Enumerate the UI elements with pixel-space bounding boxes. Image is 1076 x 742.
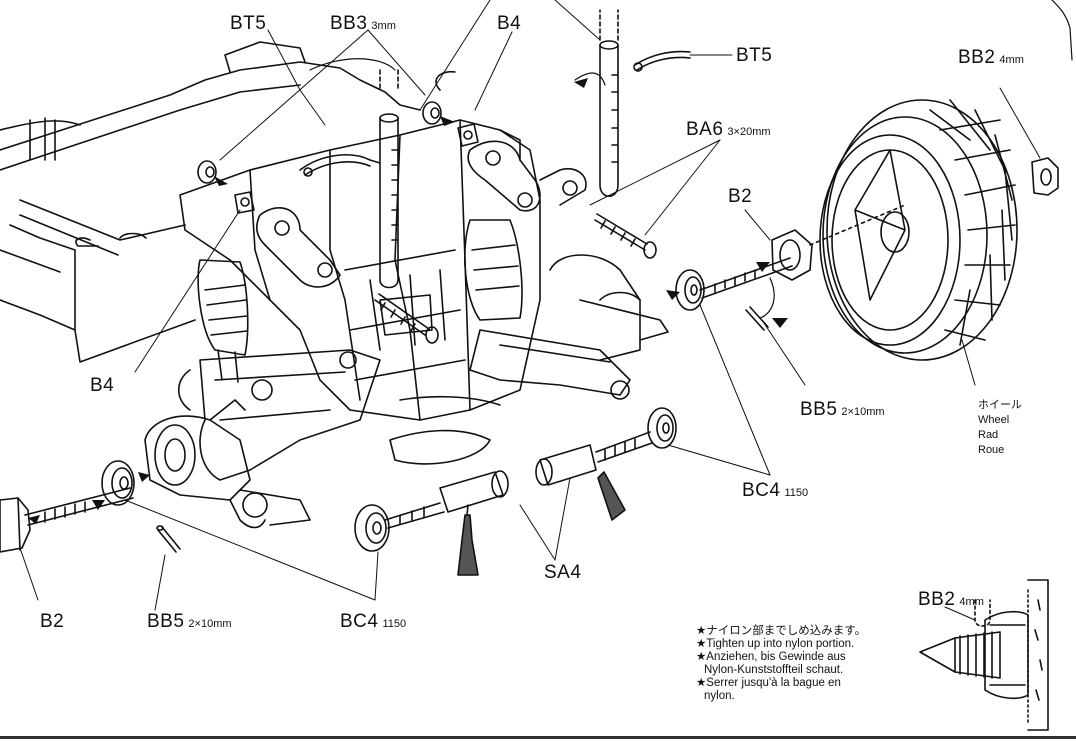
label-bb3-size: 3mm — [371, 20, 396, 32]
chassis-tub — [0, 41, 421, 363]
wheel-name-de: Rad — [978, 429, 999, 441]
label-sa4: SA4 — [544, 562, 582, 583]
note-de-1: ★Anziehen, bis Gewinde aus — [696, 651, 846, 663]
label-b2-hub: B2 — [728, 186, 753, 207]
label-bb5-bottom-code: BB5 — [147, 611, 185, 632]
upper-arm-left — [255, 206, 341, 288]
bearing-bc4-bottom — [354, 504, 390, 552]
shock-absorber-left — [197, 259, 249, 383]
label-b2-bottom: B2 — [40, 611, 65, 632]
screw-ba6-lower — [374, 293, 439, 344]
note-fr-2: nylon. — [704, 690, 735, 702]
grease-brush-right — [597, 471, 626, 521]
shock-absorber-right — [464, 219, 523, 321]
wheel-name-jp: ホイール — [978, 399, 1022, 411]
label-bb2-wheel-size: 4mm — [999, 54, 1024, 66]
assembly-arrows — [28, 78, 788, 524]
wheel-names: ホイール Wheel Rad Roue — [978, 398, 1022, 458]
note-fr-1: ★Serrer jusqu'à la bague en — [696, 677, 841, 689]
label-bc4-bottom-code: BC4 — [340, 611, 379, 632]
label-bb2-wheel-code: BB2 — [958, 47, 996, 68]
lower-arm-right — [469, 329, 631, 400]
label-bc4-right-code: BC4 — [742, 480, 781, 501]
bearing-bc4-left — [101, 460, 135, 506]
label-bb5-bottom-size: 2×10mm — [188, 618, 232, 630]
label-ba6-code: BA6 — [686, 119, 724, 140]
axle-left — [24, 487, 134, 526]
label-b4-top: B4 — [497, 13, 522, 34]
leader-lines — [19, 0, 1041, 621]
label-bb5-right-code: BB5 — [800, 399, 838, 420]
wheel-nut-b2-left — [0, 497, 31, 553]
label-bb2-inset-size: 4mm — [959, 596, 984, 608]
upper-arm-right — [467, 140, 587, 212]
label-bt5-top: BT5 — [230, 13, 267, 34]
bearing-bc4-right-upper — [675, 269, 705, 311]
grease-tube-left — [457, 504, 479, 576]
pin-bb5-right — [745, 306, 769, 331]
label-b4-left: B4 — [90, 375, 115, 396]
hub-carrier-left — [144, 399, 266, 529]
note-de-2: Nylon-Kunststoffteil schaut. — [704, 664, 844, 676]
body-post-left — [379, 69, 399, 289]
body-clip-bt5-right — [633, 50, 691, 72]
curved-arrows — [309, 58, 775, 319]
shaft-sa4-right — [535, 431, 653, 486]
bearing-bc4-right-lower — [647, 407, 677, 449]
label-bt5-right: BT5 — [736, 45, 773, 66]
label-ba6-size: 3×20mm — [727, 126, 771, 138]
ball-nut-bb3-right — [422, 101, 442, 125]
body-post-right — [599, 9, 619, 198]
screw-ba6-upper — [594, 213, 657, 259]
pin-bb5-left — [156, 525, 181, 553]
label-bb3-code: BB3 — [330, 13, 368, 34]
axle-right — [699, 257, 793, 299]
label-bc4-bottom-size: 1150 — [382, 618, 407, 630]
inset-detail — [919, 579, 1049, 731]
label-bc4-right-size: 1150 — [784, 487, 809, 499]
bottom-rule — [0, 736, 1076, 739]
lower-arm-left — [177, 349, 381, 526]
note-jp: ★ナイロン部までしめ込みます。 — [696, 625, 867, 637]
instruction-note: ★ナイロン部までしめ込みます。 ★Tighten up into nylon p… — [696, 625, 866, 703]
body-clip-bt5-left — [299, 154, 381, 177]
wheel — [819, 99, 1018, 361]
ball-nut-bb2-wheel — [1031, 157, 1059, 196]
ball-nut-bb3-left — [197, 160, 217, 184]
note-en: ★Tighten up into nylon portion. — [696, 638, 855, 650]
ball-b4-upper — [457, 123, 479, 147]
shaft-sa4-left — [384, 470, 509, 529]
wheel-name-en: Wheel — [978, 414, 1010, 426]
wheel-name-fr: Roue — [978, 444, 1005, 456]
ball-b4-left — [234, 191, 255, 214]
label-bb2-inset-code: BB2 — [918, 589, 956, 610]
label-bb5-right-size: 2×10mm — [841, 406, 885, 418]
